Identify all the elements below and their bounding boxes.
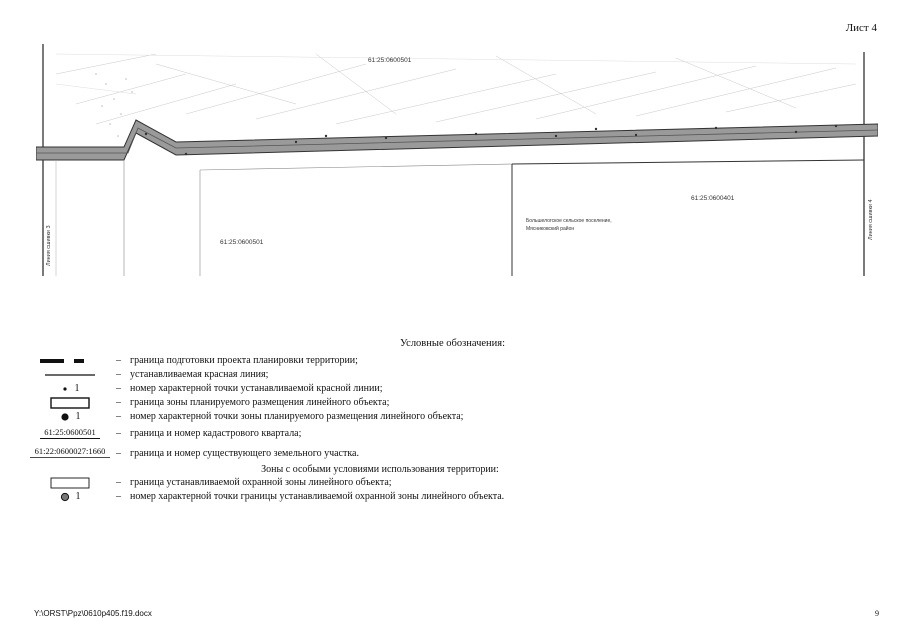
legend-dash: –	[116, 477, 121, 488]
legend-symbol: 1	[30, 410, 110, 423]
legend-symbol	[30, 354, 110, 367]
legend-symbol	[30, 476, 110, 489]
legend-row-protection-zone: – граница устанавливаемой охранной зоны …	[0, 476, 905, 489]
match-line-left: Линия сшивки 3	[46, 225, 52, 266]
legend-text: граница зоны планируемого размещения лин…	[130, 397, 390, 408]
legend-dash: –	[116, 397, 121, 408]
legend-text: граница и номер кадастрового квартала;	[130, 428, 302, 439]
legend-text: номер характерной точки границы устанавл…	[130, 491, 505, 502]
match-line-right: Линия сшивки 4	[868, 199, 874, 240]
legend-symbol: 1	[30, 382, 110, 395]
settlement-label-1: Большелогское сельское поселение,	[526, 218, 612, 224]
parcel-line	[199, 163, 513, 171]
legend-row-parcel: 61:22:0600027:1660 – граница и номер сущ…	[0, 444, 905, 460]
red-line	[36, 127, 878, 154]
legend-row-red-line-point: 1 – номер характерной точки устанавливае…	[0, 382, 905, 395]
legend-row-protection-point: 1 – номер характерной точки границы уста…	[0, 490, 905, 503]
legend-symbol: 61:22:0600027:1660	[30, 445, 110, 458]
legend-row-zone-boundary: – граница зоны планируемого размещения л…	[0, 396, 905, 409]
legend-title: Условные обозначения:	[399, 338, 505, 349]
legend-dash: –	[116, 369, 121, 380]
legend-text: устанавливаемая красная линия;	[130, 369, 269, 380]
legend-symbol	[30, 368, 110, 381]
legend-text: номер характерной точки устанавливаемой …	[130, 383, 383, 394]
legend-symbol	[30, 396, 110, 409]
legend-dash: –	[116, 355, 121, 366]
point-markers	[144, 124, 838, 156]
map-svg: 61:25:0600501 61:25:0600501 61:25:060040…	[36, 44, 878, 276]
legend-text: номер характерной точки зоны планируемог…	[130, 411, 464, 422]
legend-dash: –	[116, 428, 121, 439]
legend-row-boundary: – граница подготовки проекта планировки …	[0, 354, 905, 367]
legend-symbol: 1	[30, 490, 110, 503]
legend-text: граница устанавливаемой охранной зоны ли…	[130, 477, 392, 488]
corridor-zone	[36, 119, 878, 161]
quarter-boundary	[511, 159, 865, 165]
file-path: Y:\ORST\Ppz\0610p405.f19.docx	[34, 609, 152, 618]
quarter-label-bottom: 61:25:0600501	[220, 239, 264, 246]
legend-row-zone-point: 1 – номер характерной точки зоны планиру…	[0, 410, 905, 423]
page-number: 9	[875, 609, 879, 618]
legend-text: граница подготовки проекта планировки те…	[130, 355, 358, 366]
settlement-label-2: Мясниковский район	[526, 225, 574, 232]
sheet-label: Лист 4	[845, 22, 877, 34]
legend-dash: –	[116, 491, 121, 502]
legend-symbol: 61:25:0600501	[40, 426, 100, 439]
legend-text: граница и номер существующего земельного…	[130, 448, 359, 459]
legend-row-red-line: – устанавливаемая красная линия;	[0, 368, 905, 381]
legend-row-quarter: 61:25:0600501 – граница и номер кадастро…	[0, 424, 905, 442]
dotted-area	[95, 73, 133, 137]
field-hatching	[55, 53, 857, 125]
legend-dash: –	[116, 448, 121, 459]
map-drawing: 61:25:0600501 61:25:0600501 61:25:060040…	[36, 44, 878, 276]
zones-title: Зоны с особыми условиями использования т…	[261, 464, 499, 475]
legend-dash: –	[116, 411, 121, 422]
quarter-label-right: 61:25:0600401	[691, 195, 735, 202]
legend-dash: –	[116, 383, 121, 394]
quarter-label-top: 61:25:0600501	[368, 57, 412, 64]
